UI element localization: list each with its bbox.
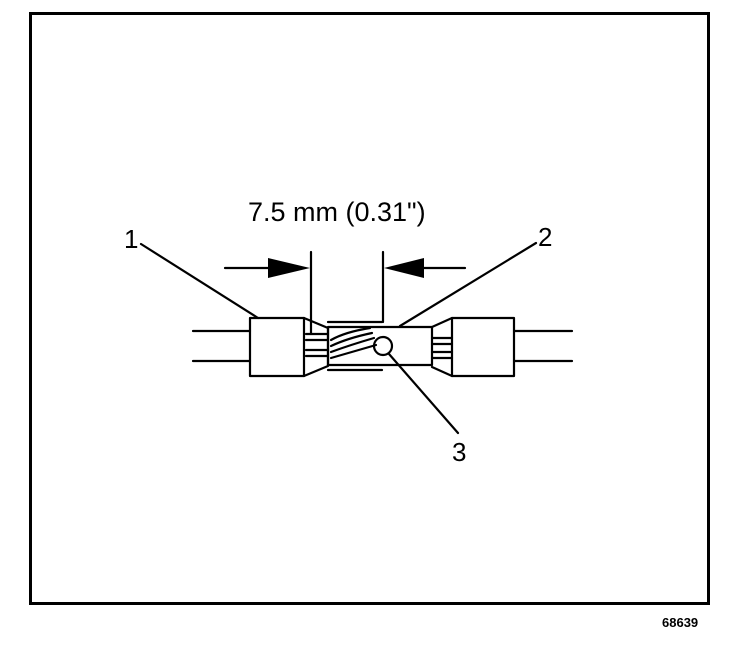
dimension-arrowhead-left [268,258,310,278]
figure-id: 68639 [662,615,699,630]
left-wire [191,329,252,363]
right-wire [512,329,574,363]
dimension-arrowhead-right [384,258,424,278]
inspection-hole [372,335,394,357]
leader-line-1 [139,242,260,320]
callout-1: 1 [124,224,139,254]
left-connector-sleeve [248,316,330,378]
leader-line-2 [398,241,538,328]
dimension-label: 7.5 mm (0.31") [248,197,426,227]
callout-3: 3 [452,437,467,467]
callout-2: 2 [538,222,553,252]
figure-frame [29,12,710,605]
leader-line-3 [387,352,460,435]
right-connector-sleeve [430,316,516,378]
crimp-barrel [326,320,434,372]
